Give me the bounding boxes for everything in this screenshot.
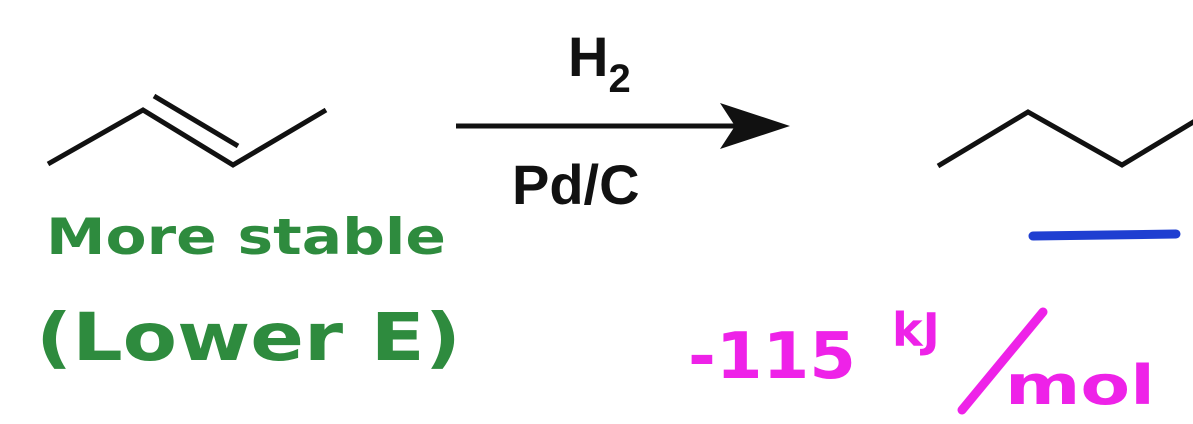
reaction-arrow [456,103,790,149]
reactant-alkene-structure [46,93,328,168]
energy-unit-top: kJ [892,303,940,357]
stability-note: More stable (Lower E) [36,208,461,376]
energy-unit-bottom: mol [1005,354,1155,417]
arrow-head [720,103,790,149]
stability-note-line1: More stable [46,208,446,266]
energy-note: -115 kJ mol [688,303,1155,417]
reagent-hydrogen-symbol: H [568,25,608,88]
reactant-single-bonds [46,107,328,168]
product-single-bonds [936,109,1193,169]
reactant-double-bond-line [152,93,240,149]
energy-unit-fraction-slash [957,307,1048,415]
stability-note-line2: (Lower E) [36,299,461,376]
reagent-hydrogen-subscript: 2 [608,57,630,101]
energy-level-mark [1028,229,1181,241]
reagent-hydrogen: H2 [568,25,631,101]
reagent-catalyst: Pd/C [512,153,640,216]
energy-value: -115 [688,320,856,394]
product-alkane-structure [936,109,1193,169]
